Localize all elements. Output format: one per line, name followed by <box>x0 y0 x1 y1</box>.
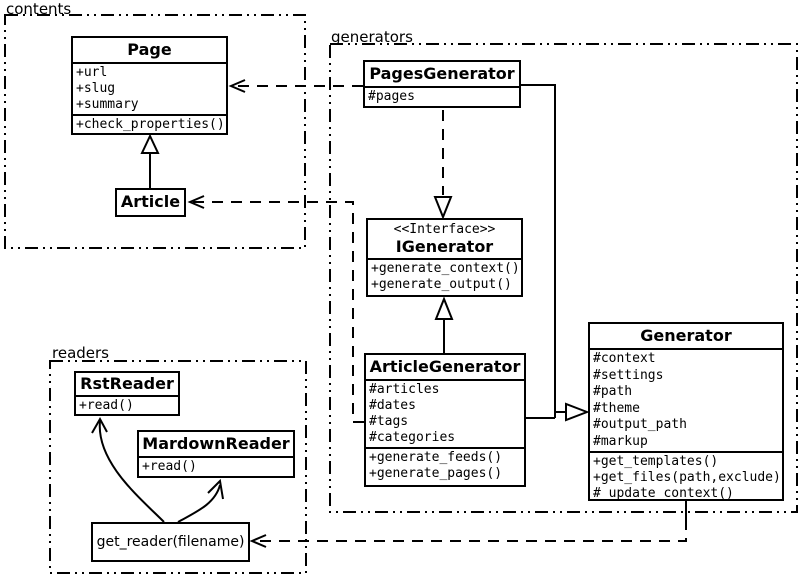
triangle-arrowhead-igenerator-top <box>433 196 453 220</box>
attribute-row: #categories <box>369 430 456 445</box>
compartment-divider <box>139 456 293 458</box>
generalization-pagesgenerator-to-generator <box>521 84 556 418</box>
class-mardown-reader: MardownReader +read() <box>137 430 295 478</box>
class-igenerator-methods: +generate_context() +generate_output() <box>368 260 521 295</box>
dependency-generator-to-getreader <box>256 519 687 542</box>
package-label-generators: generators <box>331 28 413 46</box>
compartment-divider <box>590 348 782 350</box>
compartment-divider <box>365 86 519 88</box>
class-generator-attributes: #context #settings #path #theme #output_… <box>590 350 782 451</box>
class-page-title: Page <box>127 40 172 59</box>
compartment-divider <box>73 62 226 64</box>
dependency-articlegenerator-to-article <box>192 201 364 423</box>
triangle-arrowhead-igenerator-bottom <box>434 296 454 320</box>
attribute-row: #tags <box>369 414 409 429</box>
compartment-divider <box>73 114 226 116</box>
attribute-row: +summary <box>76 97 139 112</box>
interface-stereotype: <<Interface>> <box>393 222 496 237</box>
class-mardown-reader-methods: +read() <box>139 458 293 476</box>
arrow-getreader-to-mardownreader <box>177 484 221 523</box>
function-box-label: get_reader(filename) <box>96 534 245 550</box>
attribute-row: #dates <box>369 398 416 413</box>
open-arrowhead-rstreader <box>91 416 108 434</box>
attribute-row: #context <box>593 351 656 366</box>
method-row: +generate_output() <box>371 277 512 292</box>
class-generator: Generator #context #settings #path #them… <box>588 322 784 501</box>
package-frame-generators <box>329 43 798 513</box>
class-article-generator: ArticleGenerator #articles #dates #tags … <box>364 353 526 487</box>
class-article-generator-attributes: #articles #dates #tags #categories <box>366 381 524 447</box>
attribute-row: #markup <box>593 433 648 449</box>
package-frame-contents <box>4 14 306 249</box>
open-arrowhead-mardownreader <box>207 478 224 500</box>
class-rst-reader-methods: +read() <box>76 397 178 415</box>
attribute-row: +url <box>76 65 108 80</box>
triangle-arrowhead-page <box>140 133 160 154</box>
attribute-row: #output_path <box>593 417 687 432</box>
method-row: +read() <box>142 459 197 474</box>
method-row: +generate_context() <box>371 261 520 276</box>
class-article-title: Article <box>120 192 181 211</box>
class-pages-generator-title: PagesGenerator <box>369 64 515 83</box>
compartment-divider <box>366 447 524 449</box>
package-label-readers: readers <box>52 344 109 362</box>
attribute-row: +slug <box>76 81 116 96</box>
open-arrowhead-getreader <box>249 534 267 548</box>
open-arrowhead-page <box>228 79 246 93</box>
class-igenerator-name: IGenerator <box>395 237 494 256</box>
class-rst-reader-title: RstReader <box>80 374 174 393</box>
class-rst-reader: RstReader +read() <box>74 371 180 416</box>
function-box-get-reader: get_reader(filename) <box>91 522 250 562</box>
class-generator-methods: +get_templates() +get_files(path,exclude… <box>590 453 782 503</box>
triangle-arrowhead-generator <box>565 402 590 422</box>
method-row: +get_files(path,exclude) <box>593 470 781 485</box>
attribute-row: #settings <box>593 367 664 383</box>
class-article-generator-methods: +generate_feeds() +generate_pages() <box>366 449 524 485</box>
method-row: +get_templates() <box>593 454 719 469</box>
attribute-row: #theme <box>593 400 640 416</box>
class-page-attributes: +url +slug +summary <box>73 64 226 114</box>
class-igenerator: <<Interface>> IGenerator +generate_conte… <box>366 218 523 297</box>
class-article-generator-title: ArticleGenerator <box>369 357 521 376</box>
class-pages-generator-attributes: #pages <box>365 88 519 106</box>
open-arrowhead-article <box>187 195 205 209</box>
class-article: Article <box>115 188 186 217</box>
class-mardown-reader-title: MardownReader <box>142 434 290 453</box>
class-igenerator-title: <<Interface>> IGenerator <box>368 220 521 258</box>
compartment-divider <box>366 379 524 381</box>
arrow-getreader-to-rstreader <box>98 420 165 523</box>
class-generator-title: Generator <box>640 326 732 345</box>
compartment-divider <box>76 395 178 397</box>
method-row: #_update_context() <box>593 486 734 501</box>
compartment-divider <box>368 258 521 260</box>
method-row: +generate_feeds() <box>369 450 503 465</box>
compartment-divider <box>590 451 782 453</box>
class-page: Page +url +slug +summary +check_properti… <box>71 36 228 135</box>
class-page-methods: +check_properties() <box>73 116 226 134</box>
attribute-row: #path <box>593 384 633 399</box>
class-pages-generator: PagesGenerator #pages <box>363 60 521 108</box>
attribute-row: #articles <box>369 382 440 397</box>
package-label-contents: contents <box>6 0 72 18</box>
method-row: +check_properties() <box>76 117 225 132</box>
method-row: +read() <box>79 398 134 413</box>
attribute-row: #pages <box>368 89 415 104</box>
package-frame-readers <box>49 360 307 574</box>
method-row: +generate_pages() <box>369 466 503 481</box>
